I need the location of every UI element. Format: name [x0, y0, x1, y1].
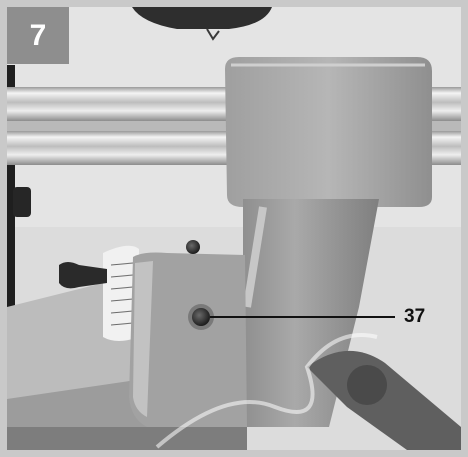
- carriage-housing: [225, 57, 432, 207]
- left-knob-icon: [13, 187, 31, 217]
- callout-label-37: 37: [404, 306, 426, 327]
- top-screw-icon: [186, 240, 200, 254]
- bevel-scale-ticks: [110, 262, 134, 326]
- lower-right-knob: [347, 365, 387, 405]
- bevel-lock-handle-icon: [59, 262, 107, 289]
- lower-right-arm: [307, 350, 461, 450]
- top-clip: [206, 28, 220, 41]
- pivot-highlight: [133, 261, 153, 417]
- top-dark-part: [132, 7, 272, 29]
- pivot-body: [129, 252, 247, 427]
- left-edge-shadow: [7, 65, 15, 450]
- bolt-37-icon: [192, 308, 210, 326]
- bevel-scale-plate: [103, 245, 139, 341]
- watermark-curve: [155, 333, 378, 449]
- support-arm: [239, 199, 379, 427]
- arm-highlight: [243, 206, 267, 308]
- step-number-badge: 7: [7, 7, 69, 64]
- bottom-base: [7, 427, 247, 450]
- saw-photo: [7, 7, 461, 450]
